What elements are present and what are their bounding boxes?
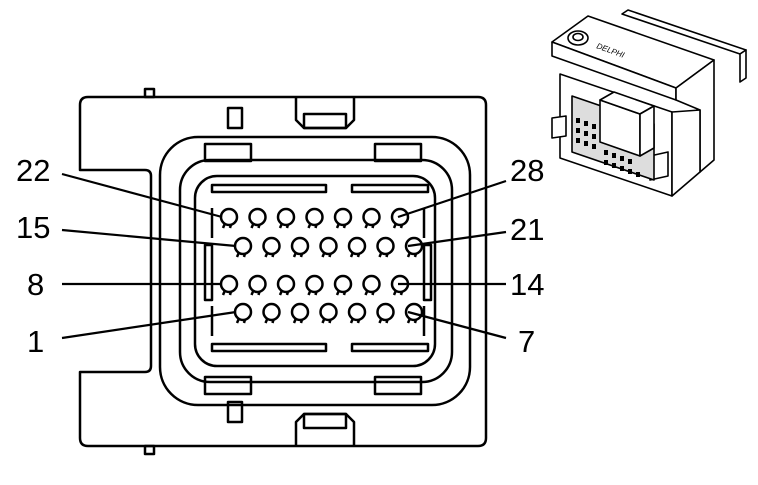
- bottom-tab: [143, 444, 156, 456]
- pin-cavity: [233, 302, 253, 324]
- pin-cavity: [290, 302, 310, 324]
- pin-cavity: [347, 302, 367, 324]
- pin-circle: [276, 274, 296, 294]
- shroud-inner: [193, 174, 437, 368]
- iso-cavity-dots: [576, 118, 640, 177]
- leader-28: [397, 179, 507, 219]
- leader-7: [407, 310, 507, 340]
- leader-22: [61, 172, 223, 219]
- connector-face: [78, 87, 488, 456]
- latch-bottom-left: [203, 375, 253, 396]
- connector-isometric: [551, 9, 747, 197]
- leader-15: [61, 228, 237, 248]
- right-guide: [422, 243, 433, 302]
- pin-circle: [347, 302, 367, 322]
- top-bar-left: [210, 183, 328, 194]
- latch-top-left: [203, 142, 253, 163]
- latch-top-right: [373, 142, 423, 163]
- pin-circle: [233, 236, 253, 256]
- housing-outline: [78, 95, 488, 448]
- pin-cavity: [290, 236, 310, 258]
- pin-cavity: [233, 236, 253, 258]
- pin-cavity: [319, 302, 338, 324]
- pin-label-7: 7: [518, 324, 535, 359]
- pin-cavity: [305, 274, 324, 296]
- iso-post-hole: [572, 32, 584, 42]
- pin-cavity: [219, 274, 239, 296]
- pin-cavity: [376, 302, 395, 324]
- leader-21: [407, 230, 507, 248]
- pin-circle: [248, 207, 267, 227]
- pin-label-1: 1: [27, 324, 44, 359]
- pin-circle: [362, 207, 381, 227]
- pin-cavity: [362, 274, 381, 296]
- bottom-small-slot: [226, 400, 244, 424]
- latch-bottom-right: [373, 375, 423, 396]
- leader-1: [61, 310, 237, 340]
- pin-label-28: 28: [510, 153, 544, 188]
- pin-cavity: [362, 207, 381, 229]
- pin-circle: [333, 274, 353, 294]
- pin-circle: [319, 236, 338, 256]
- bottom-key-slot: [302, 412, 348, 430]
- top-bar-right: [350, 183, 430, 194]
- pin-label-8: 8: [27, 267, 44, 302]
- pin-cavity: [390, 274, 410, 296]
- pin-circle: [305, 207, 324, 227]
- pin-circle: [362, 274, 381, 294]
- pin-cavity: [390, 207, 410, 229]
- pin-circle: [376, 236, 395, 256]
- pin-cavity: [376, 236, 395, 258]
- pin-circle: [219, 274, 239, 294]
- bottom-bar-right: [350, 342, 430, 353]
- pin-circle: [404, 302, 424, 322]
- pin-circle: [262, 302, 281, 322]
- pin-label-15: 15: [16, 210, 50, 245]
- shroud-outer: [158, 135, 472, 407]
- pin-cavity: [404, 302, 424, 324]
- pin-cavity: [219, 207, 239, 229]
- pin-label-22: 22: [16, 153, 50, 188]
- pin-cavity: [276, 274, 296, 296]
- iso-body-side: [671, 109, 701, 197]
- leader-lines: [61, 172, 507, 340]
- iso-insert-side: [639, 105, 655, 157]
- pin-circle: [219, 207, 239, 227]
- pin-cavity: [248, 207, 267, 229]
- top-tab: [143, 87, 156, 99]
- pin-cavity: [333, 274, 353, 296]
- pin-cavity: [276, 207, 296, 229]
- iso-latch-left: [551, 115, 567, 139]
- pin-circle: [248, 274, 267, 294]
- pin-circle: [276, 207, 296, 227]
- pin-circle: [262, 236, 281, 256]
- pin-cavity: [347, 236, 367, 258]
- pin-cavity: [333, 207, 353, 229]
- iso-rail-2: [739, 49, 747, 83]
- pin-circle: [305, 274, 324, 294]
- pin-cavity: [319, 236, 338, 258]
- pin-circle: [290, 302, 310, 322]
- pin-cavity: [404, 236, 424, 258]
- pin-cavities: [219, 207, 424, 324]
- bottom-bar-left: [210, 342, 328, 353]
- pin-circle: [347, 236, 367, 256]
- pin-label-21: 21: [510, 212, 544, 247]
- pin-label-14: 14: [510, 267, 544, 302]
- pin-cavity: [305, 207, 324, 229]
- shroud-mid: [178, 158, 454, 384]
- pin-circle: [290, 236, 310, 256]
- pin-cavity: [262, 302, 281, 324]
- pin-circle: [319, 302, 338, 322]
- pin-circle: [333, 207, 353, 227]
- pin-circle: [233, 302, 253, 322]
- left-guide: [203, 243, 214, 302]
- pin-circle: [376, 302, 395, 322]
- top-key-slot: [302, 112, 348, 130]
- pin-cavity: [248, 274, 267, 296]
- pin-cavity: [262, 236, 281, 258]
- top-small-slot: [226, 106, 244, 130]
